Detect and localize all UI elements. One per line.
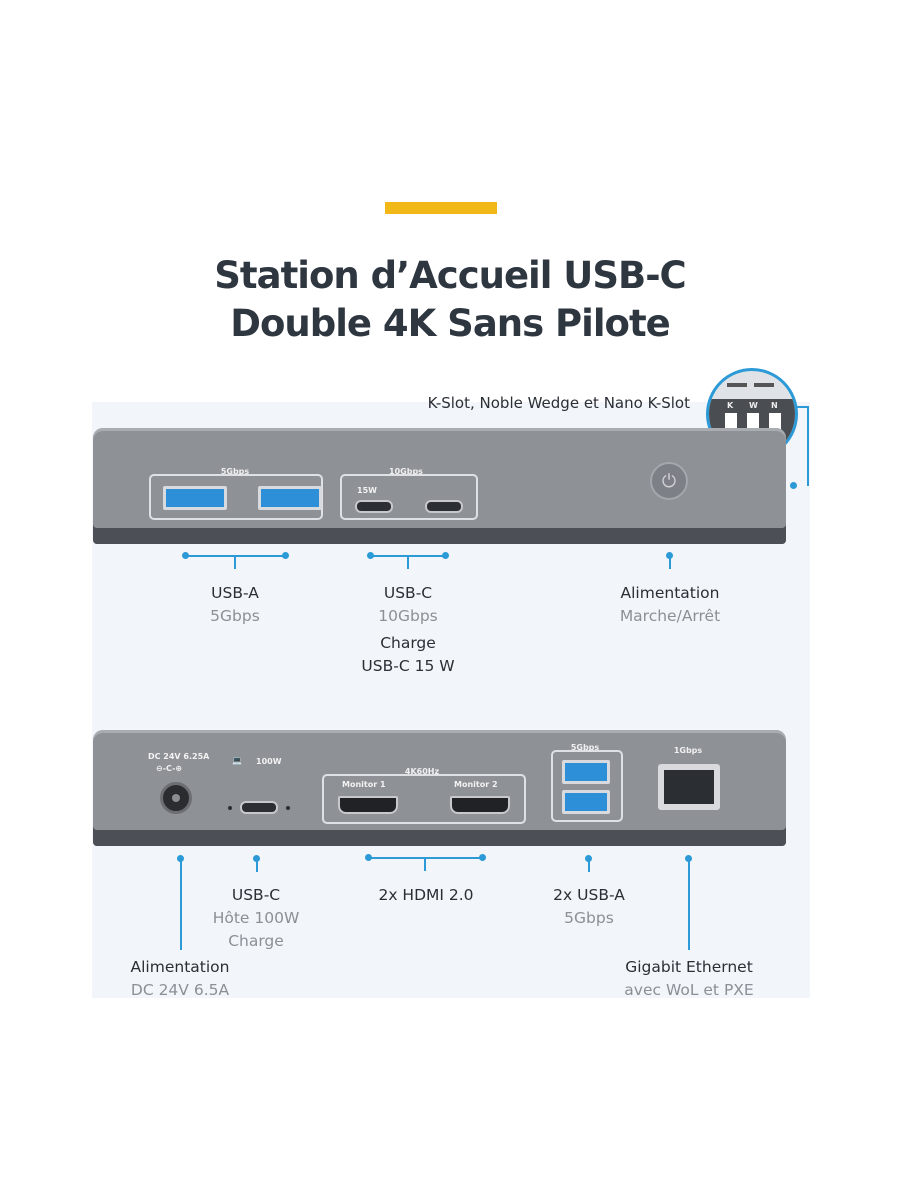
usb-c-group bbox=[340, 474, 478, 520]
host-usb-c-label: USB-C Hôte 100W Charge bbox=[180, 884, 332, 953]
host-usb-c-callout-stem bbox=[256, 858, 258, 872]
ethernet-label-sub: avec WoL et PXE bbox=[624, 981, 754, 999]
usb-c-label: USB-C 10Gbps Charge USB-C 15 W bbox=[320, 582, 496, 678]
usb-c-100w-mark: 100W bbox=[256, 757, 282, 766]
back-usb-a-label-main: 2x USB-A bbox=[553, 886, 625, 904]
usb-c-15w-mark: 15W bbox=[357, 486, 377, 495]
usb-c-dot-left bbox=[228, 806, 232, 810]
usb-a-callout-stem bbox=[234, 555, 236, 569]
ethernet-label-main: Gigabit Ethernet bbox=[625, 958, 753, 976]
laptop-icon: 💻 bbox=[232, 756, 242, 765]
hdmi-port-2 bbox=[450, 796, 510, 814]
dc-callout-stem bbox=[180, 858, 182, 950]
host-usb-c-label-sub2: Charge bbox=[228, 932, 284, 950]
ethernet-label: Gigabit Ethernet avec WoL et PXE bbox=[600, 956, 778, 1002]
hdmi-callout-dot-right bbox=[479, 854, 486, 861]
usb-a-label: USB-A 5Gbps bbox=[160, 582, 310, 628]
power-label-sub: Marche/Arrêt bbox=[619, 607, 721, 625]
usb-c-label-charge2: USB-C 15 W bbox=[361, 657, 455, 675]
hdmi-port-1 bbox=[338, 796, 398, 814]
usb-a-port-2 bbox=[258, 486, 322, 510]
dc-power-label-main: Alimentation bbox=[130, 958, 230, 976]
usb-c-callout-dot-right bbox=[442, 552, 449, 559]
kslot-letter-n: N bbox=[771, 401, 778, 410]
dc-power-jack bbox=[160, 782, 192, 814]
host-usb-c-port bbox=[240, 801, 278, 814]
kslot-label: K-Slot, Noble Wedge et Nano K-Slot bbox=[427, 394, 690, 412]
ethernet-callout-stem bbox=[688, 858, 690, 950]
hdmi-callout-stem bbox=[424, 857, 426, 871]
accent-bar bbox=[385, 202, 497, 214]
page-title-line1: Station d’Accueil USB-C bbox=[214, 254, 686, 297]
usb-c-callout-dot-left bbox=[367, 552, 374, 559]
usb-c-label-charge1: Charge bbox=[380, 634, 436, 652]
hdmi-label: 2x HDMI 2.0 bbox=[346, 884, 506, 907]
dc-power-label-sub: DC 24V 6.5A bbox=[130, 981, 230, 999]
usb-c-label-sub: 10Gbps bbox=[378, 607, 438, 625]
usb-a-callout-dot-left bbox=[182, 552, 189, 559]
usb-a-label-sub: 5Gbps bbox=[210, 607, 260, 625]
power-label-main: Alimentation bbox=[620, 584, 720, 602]
usb-a-callout-dot-right bbox=[282, 552, 289, 559]
hdmi-callout-dot-left bbox=[365, 854, 372, 861]
kslot-line-vertical bbox=[807, 406, 809, 486]
host-usb-c-label-sub1: Hôte 100W bbox=[212, 909, 300, 927]
monitor1-label: Monitor 1 bbox=[342, 780, 386, 789]
page-title-line2: Double 4K Sans Pilote bbox=[230, 302, 670, 345]
back-usb-a-port-2 bbox=[562, 790, 610, 814]
hdmi-group bbox=[322, 774, 526, 824]
usb-c-callout-stem bbox=[407, 555, 409, 569]
dc-symbol: ⊖-C-⊕ bbox=[156, 764, 183, 773]
ethernet-group-label: 1Gbps bbox=[673, 746, 703, 755]
kslot-dot bbox=[790, 482, 797, 489]
back-usb-a-group-label: 5Gbps bbox=[570, 743, 600, 752]
back-usb-a-group bbox=[551, 750, 623, 822]
usb-c-port-1 bbox=[355, 500, 393, 513]
power-callout-stem bbox=[669, 555, 671, 569]
hdmi-group-label: 4K60Hz bbox=[404, 767, 440, 776]
usb-c-label-main: USB-C bbox=[383, 584, 433, 602]
power-icon: ⏻ bbox=[661, 470, 677, 492]
kslot-line-top bbox=[796, 406, 808, 408]
back-usb-a-label: 2x USB-A 5Gbps bbox=[512, 884, 666, 930]
usb-c-group-label: 10Gbps bbox=[389, 467, 423, 476]
back-usb-a-label-sub: 5Gbps bbox=[564, 909, 614, 927]
dc-power-label: Alimentation DC 24V 6.5A bbox=[100, 956, 260, 1002]
hdmi-label-main: 2x HDMI 2.0 bbox=[378, 886, 474, 904]
kslot-letter-k: K bbox=[727, 401, 734, 410]
usb-c-port-2 bbox=[425, 500, 463, 513]
kslot-letter-w: W bbox=[749, 401, 758, 410]
monitor2-label: Monitor 2 bbox=[454, 780, 498, 789]
usb-a-port-1 bbox=[163, 486, 227, 510]
power-button: ⏻ bbox=[650, 462, 688, 500]
usb-c-dot-right bbox=[286, 806, 290, 810]
dc-mark: DC 24V 6.25A bbox=[148, 752, 210, 761]
back-usb-a-callout-stem bbox=[588, 858, 590, 872]
usb-a-group bbox=[149, 474, 323, 520]
back-usb-a-port-1 bbox=[562, 760, 610, 784]
host-usb-c-label-main: USB-C bbox=[231, 886, 281, 904]
usb-a-group-label: 5Gbps bbox=[220, 467, 250, 476]
power-label: Alimentation Marche/Arrêt bbox=[580, 582, 760, 628]
ethernet-port-socket bbox=[664, 770, 714, 804]
usb-a-label-main: USB-A bbox=[211, 584, 259, 602]
